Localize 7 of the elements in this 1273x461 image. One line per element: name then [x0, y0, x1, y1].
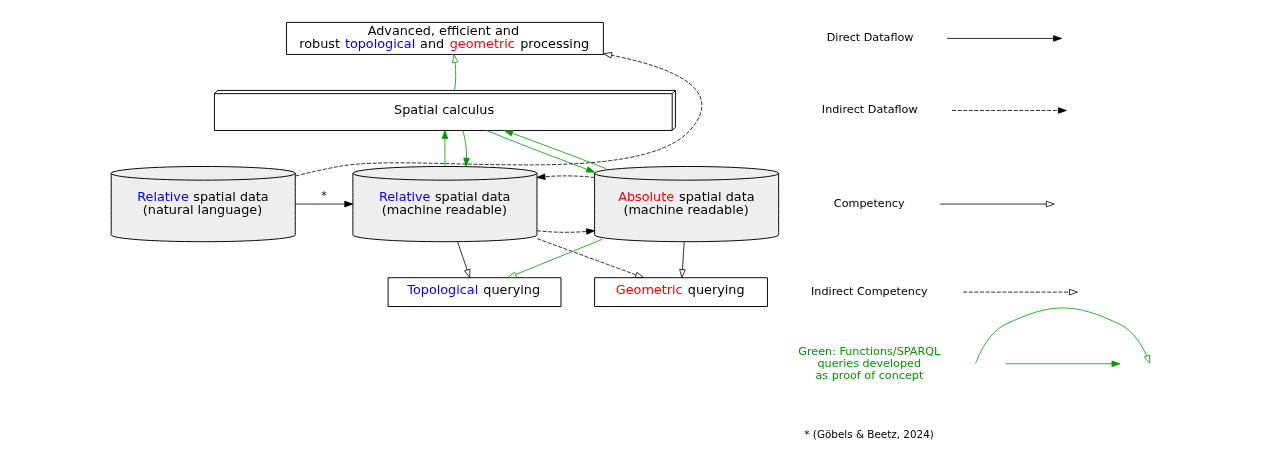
- legend-label: Direct Dataflow: [826, 31, 913, 45]
- label: * (Göbels & Beetz, 2024): [803, 428, 934, 441]
- legend-label: Indirect Dataflow: [821, 103, 918, 117]
- legend-label: Competency: [833, 197, 905, 211]
- legend-label: Green: Functions/SPARQL queries developed as proof of concept: [797, 344, 940, 382]
- legend-label: Indirect Competency: [810, 285, 928, 299]
- edge-label: *: [320, 188, 327, 202]
